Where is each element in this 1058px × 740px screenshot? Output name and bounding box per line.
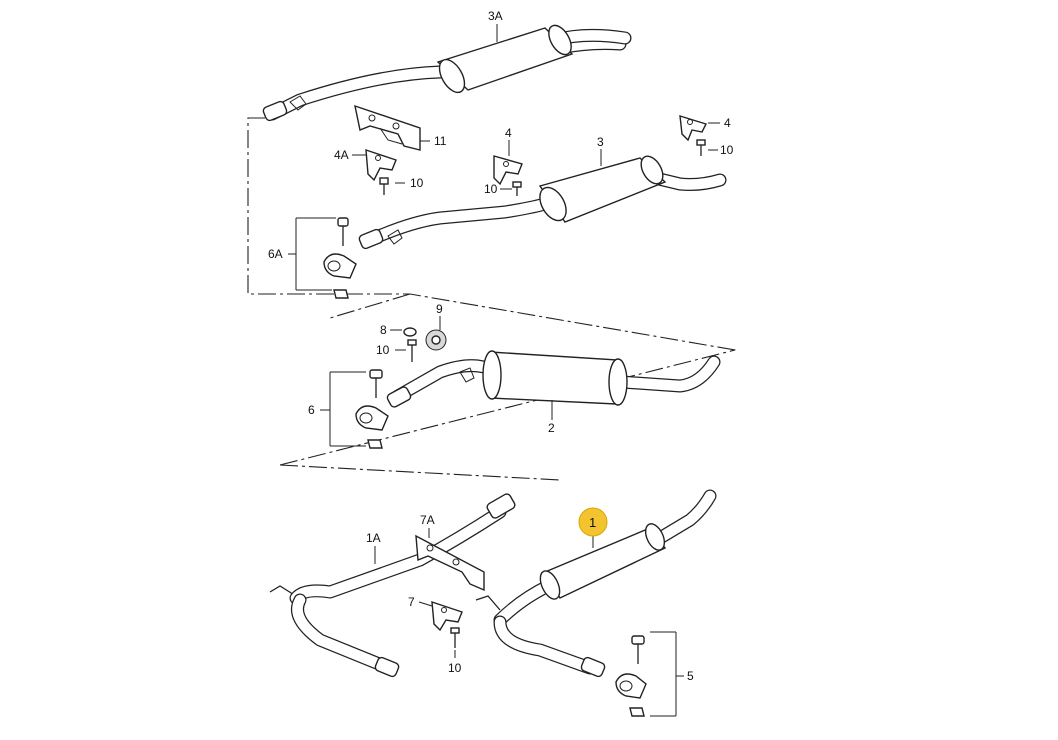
part-labels: 3A 11 4A 10 4 10 3 4 10 6A 9 8 10 6 2 1 …	[268, 9, 734, 683]
label-10-e[interactable]: 10	[448, 661, 462, 675]
highlight-marker-1[interactable]	[578, 507, 608, 537]
leader-lines	[288, 24, 720, 677]
label-3A[interactable]: 3A	[488, 9, 503, 23]
label-4-mid[interactable]: 4	[505, 126, 512, 140]
front-pipe-1A-assembly	[269, 493, 516, 678]
label-10-c[interactable]: 10	[720, 143, 734, 157]
label-5[interactable]: 5	[687, 669, 694, 683]
label-10-d[interactable]: 10	[376, 343, 390, 357]
rear-muffler-3A-assembly	[262, 24, 632, 122]
label-9[interactable]: 9	[436, 302, 443, 316]
label-2[interactable]: 2	[548, 421, 555, 435]
label-6[interactable]: 6	[308, 403, 315, 417]
label-1[interactable]: 1	[589, 515, 596, 530]
label-6A[interactable]: 6A	[268, 247, 283, 261]
bracket-11	[354, 104, 421, 151]
muffler-3A-end	[438, 58, 466, 94]
center-muffler-2-assembly	[386, 350, 721, 408]
label-4A[interactable]: 4A	[334, 148, 349, 162]
front-muffler-1-assembly	[475, 489, 717, 678]
hanger-4-right	[679, 115, 707, 156]
label-3[interactable]: 3	[597, 135, 604, 149]
label-1A[interactable]: 1A	[366, 531, 381, 545]
hanger-4A	[365, 149, 397, 195]
hanger-4-mid	[493, 155, 523, 196]
label-7A[interactable]: 7A	[420, 513, 435, 527]
rear-muffler-3-assembly	[358, 155, 727, 250]
assembly-frame-lines	[247, 117, 736, 481]
label-10-b[interactable]: 10	[484, 182, 498, 196]
muffler-2-body	[489, 351, 619, 405]
rubber-mount-9	[425, 329, 447, 351]
clamp-6A	[295, 217, 357, 299]
bolt-8-washer	[403, 327, 417, 362]
clamp-6	[329, 369, 389, 449]
label-10-a[interactable]: 10	[410, 176, 424, 190]
label-11[interactable]: 11	[434, 134, 447, 148]
clamp-5	[615, 631, 677, 717]
label-8[interactable]: 8	[380, 323, 387, 337]
label-4-right[interactable]: 4	[724, 116, 731, 130]
hanger-7	[431, 600, 463, 648]
bracket-7A	[415, 534, 485, 592]
label-7[interactable]: 7	[408, 595, 415, 609]
